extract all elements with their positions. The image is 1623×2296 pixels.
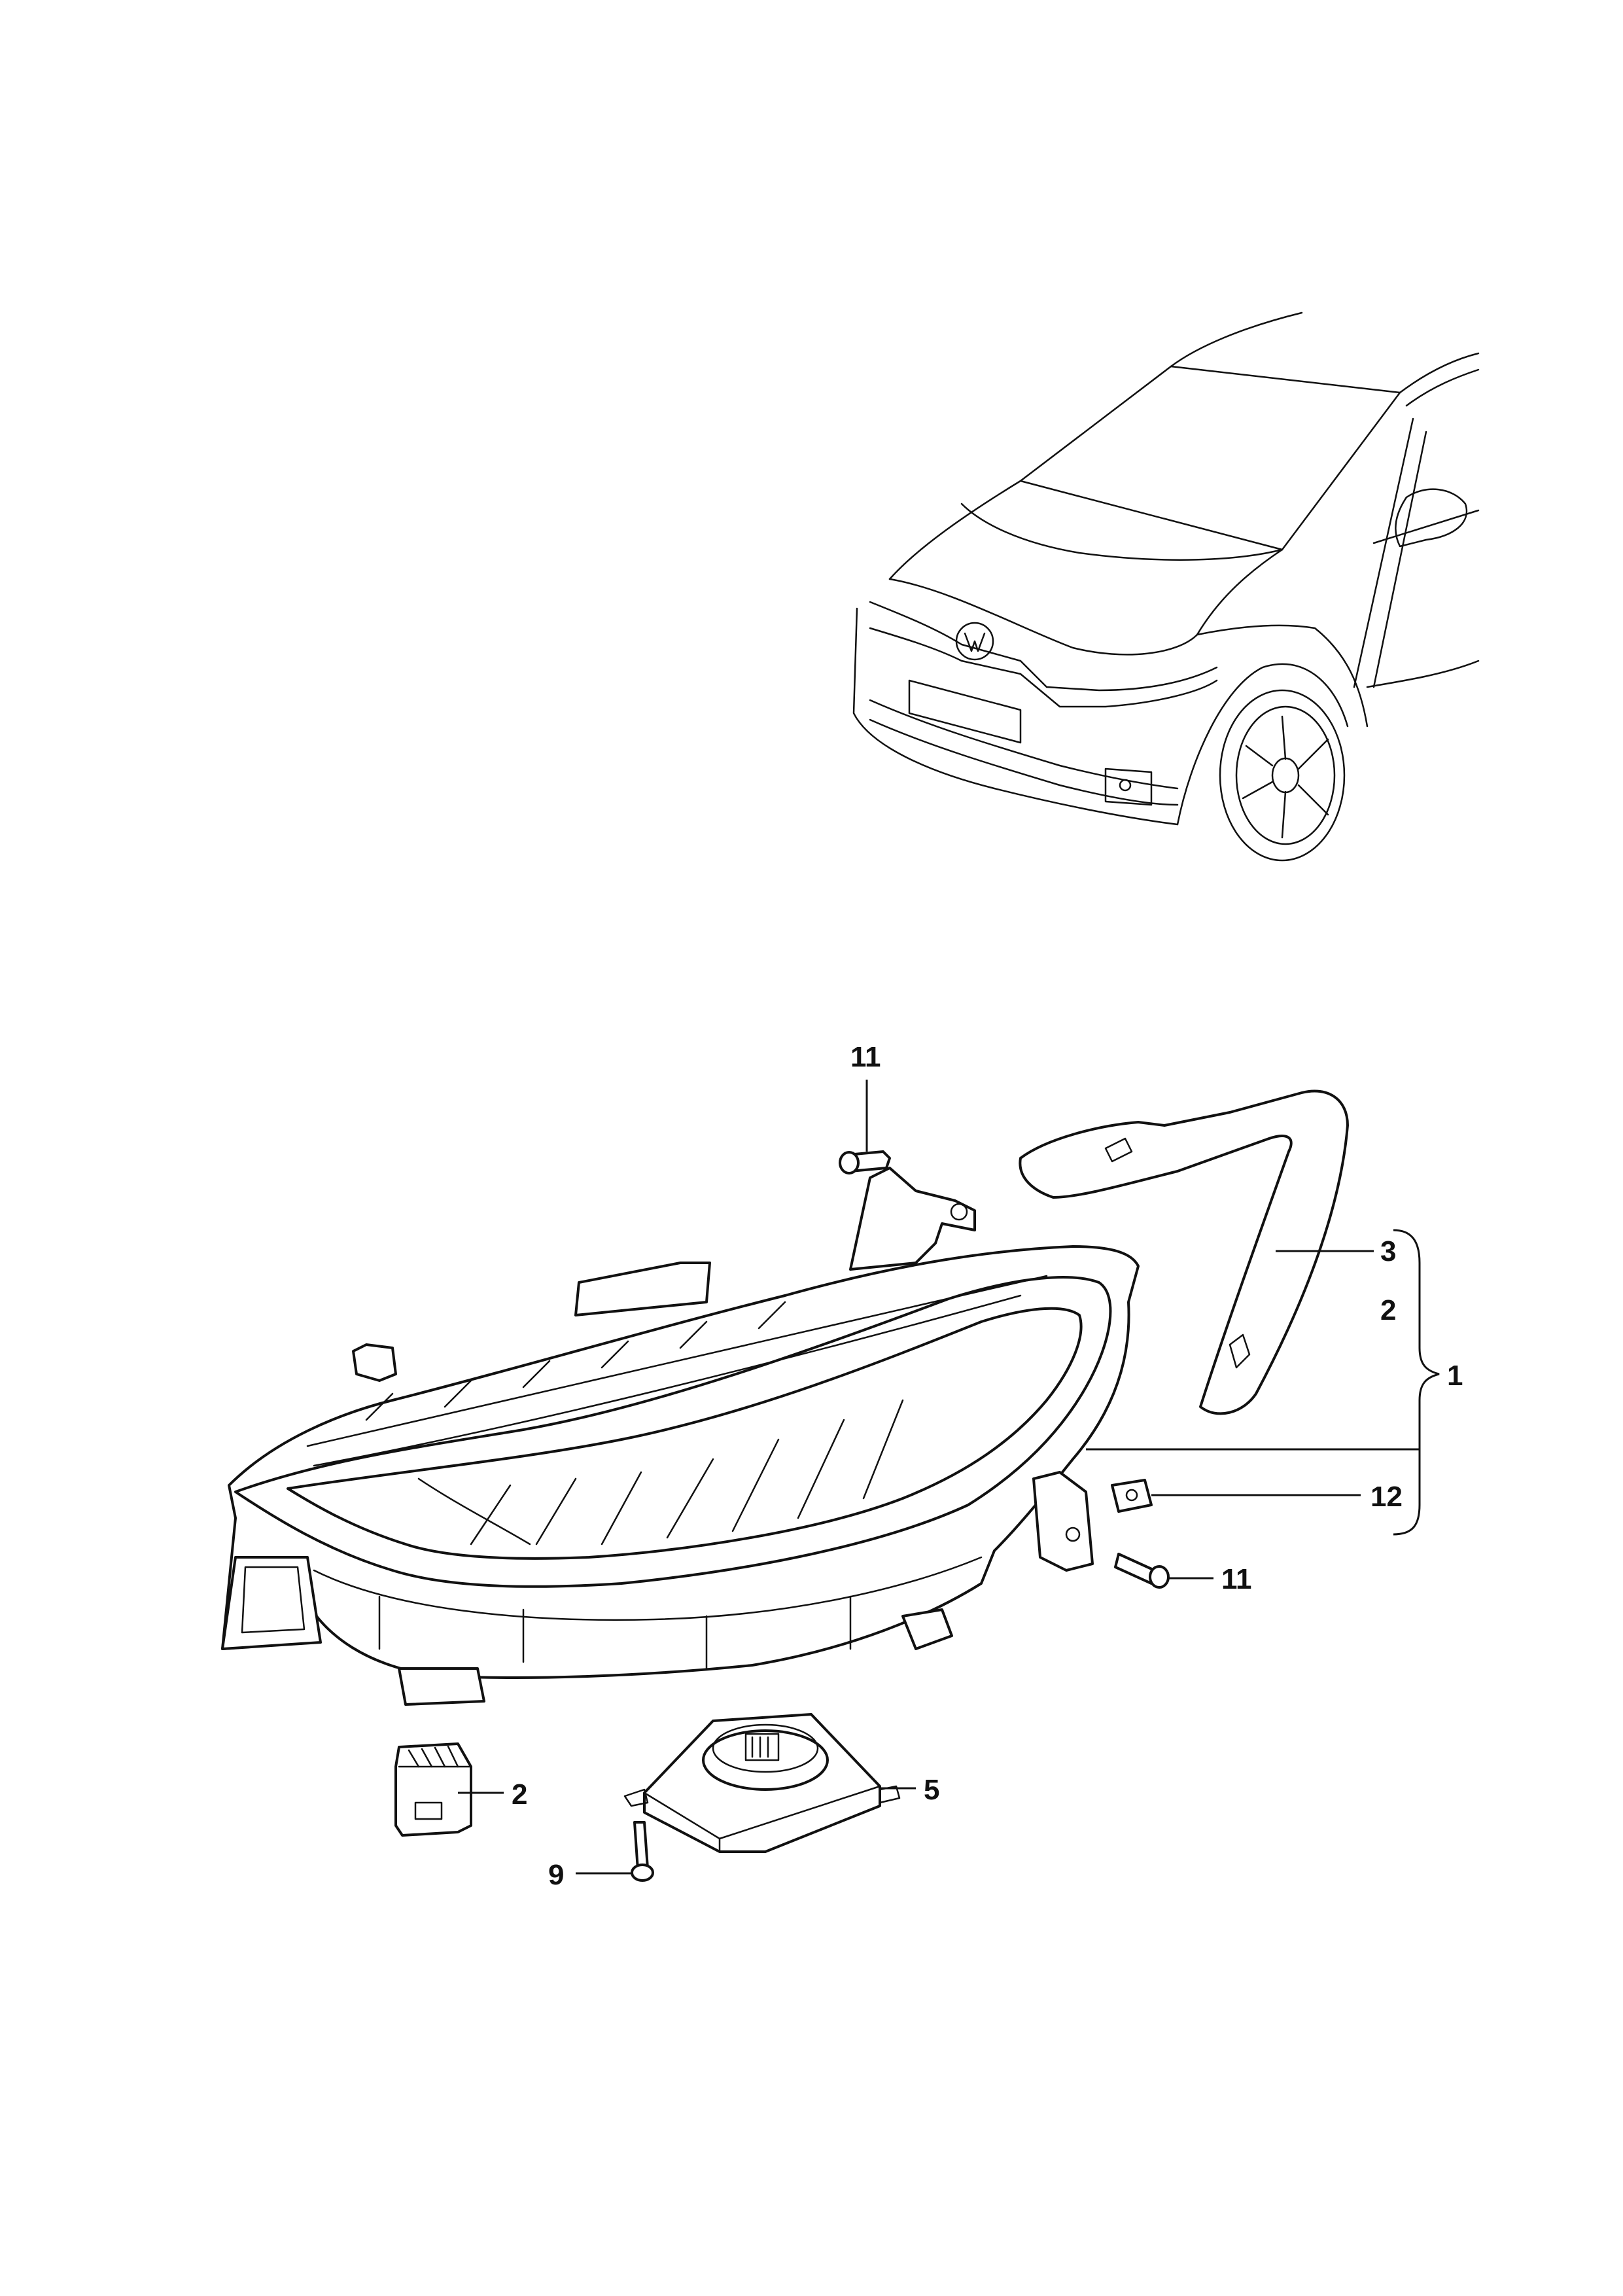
callout-labels: 11 3 2 1 12 11 2 5 9 xyxy=(512,1041,1463,1891)
vehicle-overview-drawing xyxy=(852,311,1480,862)
control-unit-part-5 xyxy=(623,1713,901,1853)
callout-2-bottom: 2 xyxy=(512,1778,527,1810)
connector-part-2 xyxy=(394,1742,472,1837)
callout-5: 5 xyxy=(924,1774,939,1806)
callout-3: 3 xyxy=(1380,1235,1396,1267)
callout-1: 1 xyxy=(1447,1360,1463,1392)
callout-11-right: 11 xyxy=(1221,1563,1252,1595)
callout-11-top: 11 xyxy=(850,1041,881,1073)
callout-12: 12 xyxy=(1370,1481,1403,1513)
callout-2-right: 2 xyxy=(1380,1294,1396,1326)
headlight-assembly-drawing xyxy=(221,1167,1140,1706)
screw-part-9 xyxy=(631,1821,654,1882)
callout-9: 9 xyxy=(548,1859,564,1891)
screw-part-11-top xyxy=(839,1150,891,1174)
trim-strip-part xyxy=(1019,1089,1349,1415)
screw-part-11-right xyxy=(1114,1553,1170,1589)
clip-part-12 xyxy=(1111,1479,1153,1513)
leader-lines xyxy=(458,1080,1440,1875)
